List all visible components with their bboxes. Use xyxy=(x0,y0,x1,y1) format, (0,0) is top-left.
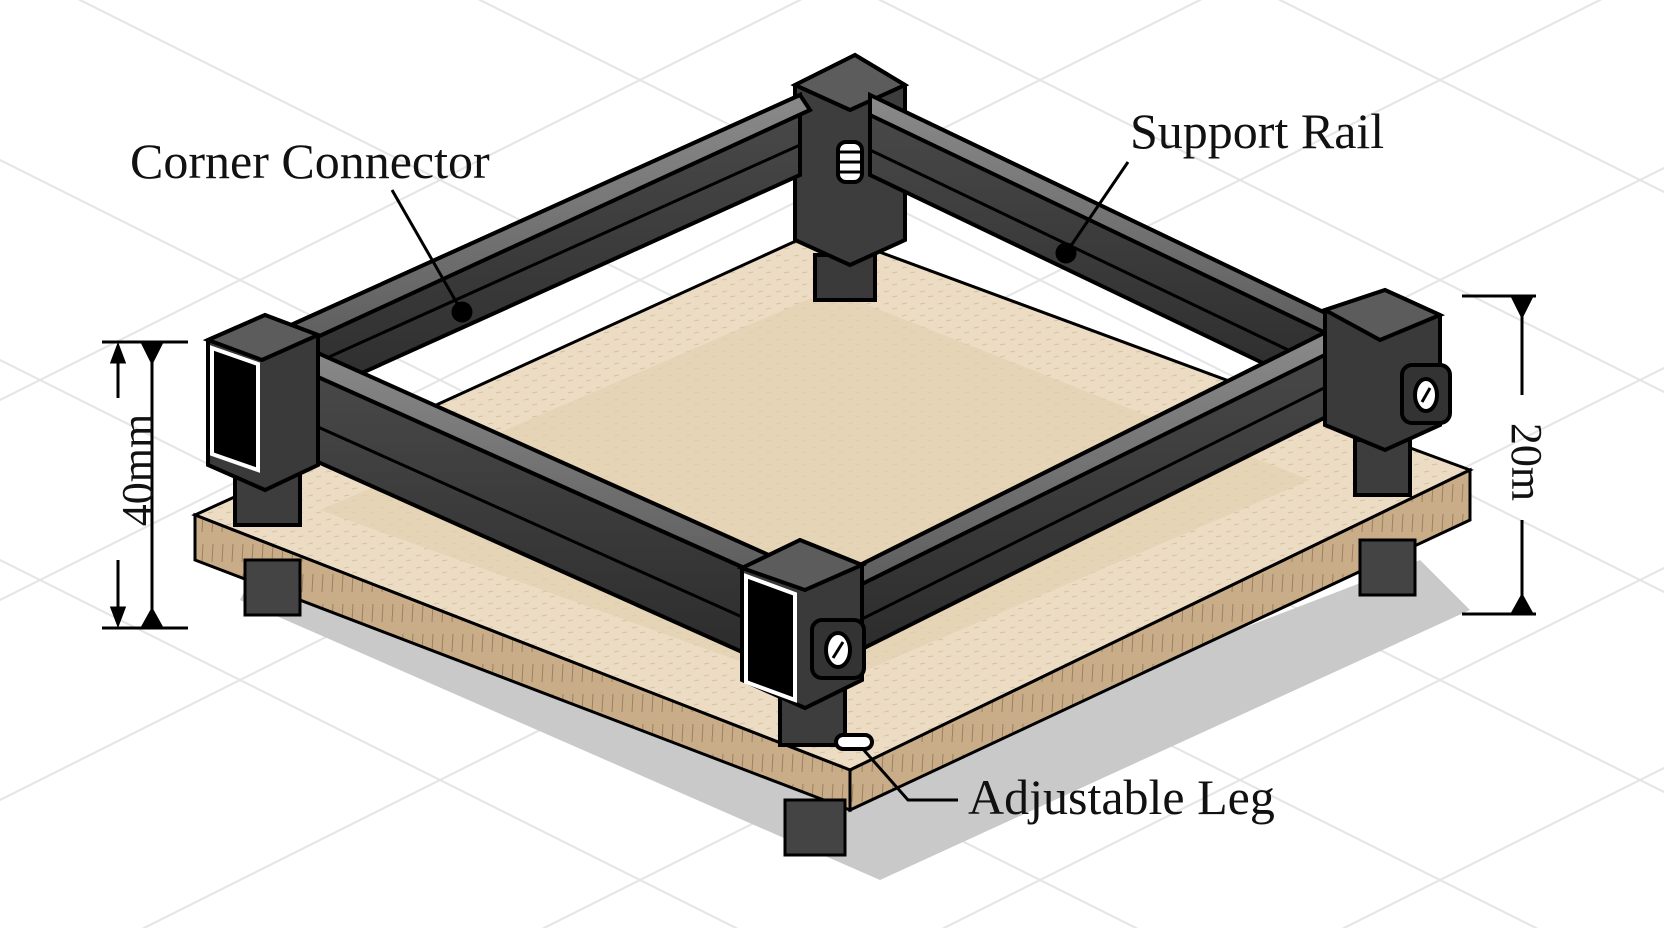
floor-shadow xyxy=(240,560,1470,880)
right-corner-connector xyxy=(1320,287,1452,497)
corner-connector-label: Corner Connector xyxy=(130,133,490,189)
leader-lines xyxy=(390,161,1130,802)
left-dimension-label: 40mm xyxy=(113,413,162,527)
adjustable-leg-label: Adjustable Leg xyxy=(968,769,1275,825)
support-rail-label: Support Rail xyxy=(1130,103,1385,159)
left-corner-connector xyxy=(202,312,324,527)
dimension-left-40mm xyxy=(102,340,188,630)
right-dimension-label: 20m xyxy=(1502,422,1551,502)
lower-legs xyxy=(243,538,1417,857)
base-board xyxy=(191,228,1474,813)
front-corner-connector xyxy=(736,537,874,751)
dimension-right-20m xyxy=(1462,294,1536,616)
